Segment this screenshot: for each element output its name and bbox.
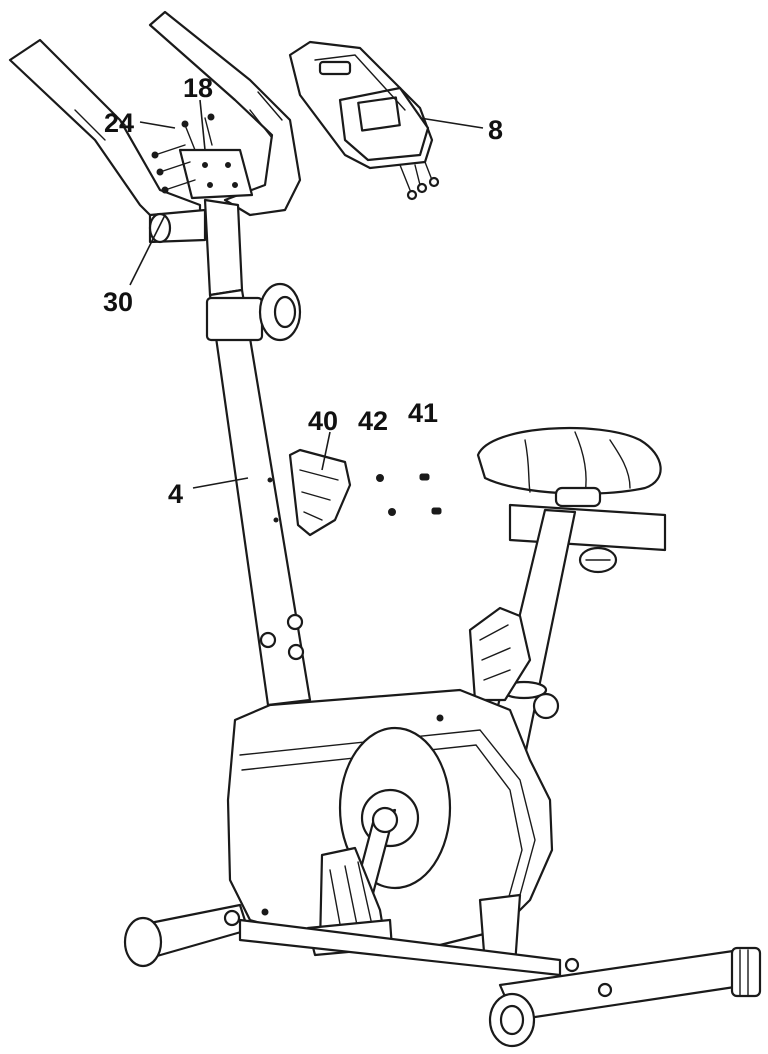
bottle-holder (288, 448, 352, 537)
fasteners (376, 473, 442, 516)
callout-42: 42 (358, 406, 388, 436)
callout-30: 30 (103, 287, 133, 317)
upright-post (203, 198, 312, 707)
base-stabilizers (123, 903, 762, 1048)
leader-lines (129, 99, 484, 489)
callout-8: 8 (488, 115, 503, 145)
console (288, 40, 440, 201)
handlebar (8, 10, 302, 244)
callout-40: 40 (308, 406, 338, 436)
callout-41: 41 (408, 398, 438, 428)
callout-4: 4 (168, 479, 183, 509)
callout-18: 18 (183, 73, 213, 103)
handlebar-bracket (151, 113, 254, 200)
callout-24: 24 (104, 108, 134, 138)
